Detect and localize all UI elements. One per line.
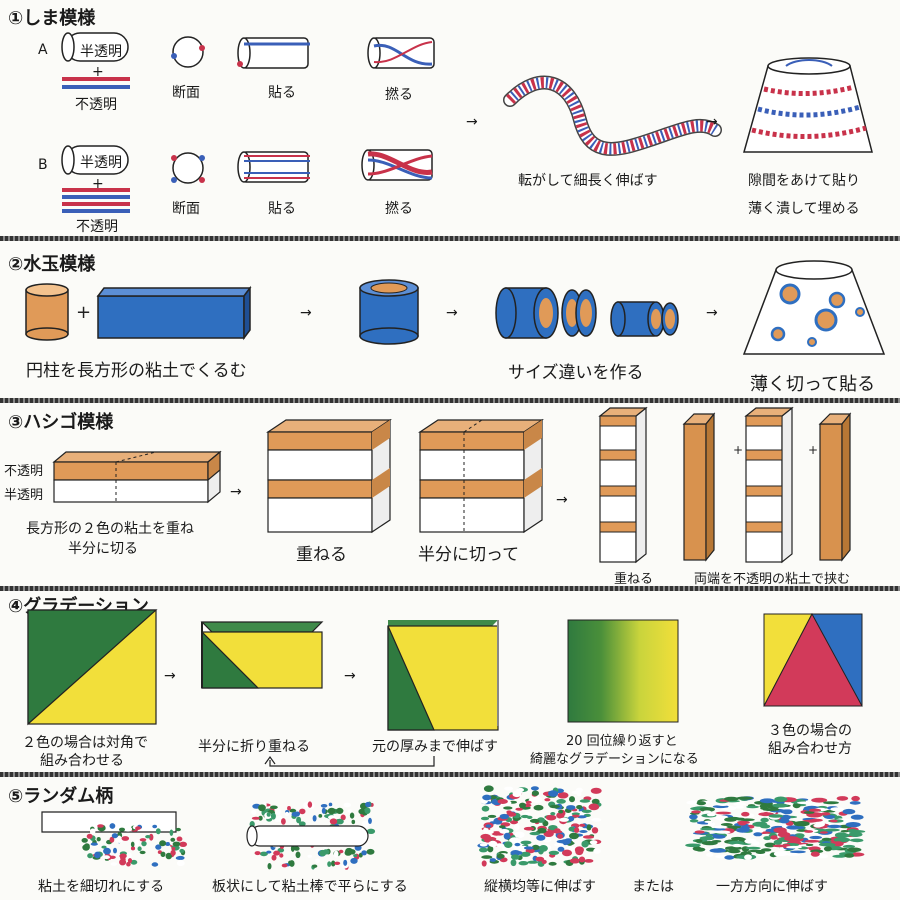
cut-label: 半分に切って: [418, 545, 520, 565]
sliced-rods-diagram: [495, 287, 679, 339]
apply-label-2: 薄く潰して埋める: [748, 201, 860, 217]
wrapped-cylinder-diagram: [359, 279, 419, 345]
diag-label-1: ２色の場合は対角で: [22, 735, 148, 751]
diag-label-2: 組み合わせる: [40, 753, 124, 769]
three-color-square-diagram: [763, 612, 863, 707]
arrow-2a: →: [300, 305, 312, 321]
arrow-3b: →: [556, 492, 568, 508]
row-a-label: A: [38, 42, 48, 58]
arrow-1b: →: [706, 114, 718, 130]
row-a-stick-label: 貼る: [268, 85, 296, 101]
fold-label: 半分に折り重ねる: [198, 739, 310, 755]
row-a-twist-diagram: [367, 37, 435, 69]
three-label-2: 組み合わせ方: [768, 741, 852, 757]
svg-text:+: +: [76, 302, 91, 323]
rolled-slab-diagram: [387, 620, 499, 731]
arrow-2b: →: [446, 305, 458, 321]
ladder-opaque-label: 不透明: [4, 464, 44, 479]
row-b-stick-diagram: [237, 151, 310, 183]
repeat-label-1: 20 回位繰り返すと: [566, 734, 678, 749]
two-layer-slab-diagram: [52, 450, 222, 504]
svg-text:+: +: [733, 443, 743, 457]
arrow-1a: →: [466, 114, 478, 130]
section-title-stripes: ①しま模様: [8, 8, 96, 29]
row-b-opaque: 不透明: [76, 219, 118, 235]
oneway-label: 一方方向に伸ばす: [716, 879, 828, 895]
ladder-translucent-label: 半透明: [4, 488, 44, 503]
row-a-materials: [61, 32, 130, 89]
section-title-random: ⑤ランダム柄: [8, 786, 114, 807]
roll-thickness-label: 元の厚みまで伸ばす: [372, 739, 498, 755]
chop-label: 粘土を細切れにする: [38, 879, 165, 895]
or-label: または: [632, 879, 674, 895]
divider-3: [0, 586, 900, 591]
row-b-plus: +: [92, 176, 104, 192]
size-label: サイズ違いを作る: [508, 363, 644, 383]
row-b-section-diagram: [171, 152, 205, 184]
row-a-section-label: 断面: [172, 85, 200, 101]
divider-1: [0, 236, 900, 241]
stacked-block-diagram: [266, 418, 392, 534]
layer-label-small: 重ねる: [614, 572, 654, 587]
ladder-assembly-diagram: + +: [598, 406, 852, 564]
apply-label-1: 隙間をあけて貼り: [748, 173, 860, 189]
repeat-label-2: 綺麗なグラデーションになる: [530, 752, 699, 767]
stack-label-2: 半分に切る: [68, 541, 138, 557]
diagonal-square-diagram: [27, 609, 158, 726]
svg-text:+: +: [808, 443, 818, 457]
dotted-pot-diagram: [742, 260, 886, 355]
flatten-label: 板状にして粘土棒で平らにする: [212, 879, 408, 895]
row-a-section-diagram: [171, 36, 205, 68]
rolled-rope-diagram: [503, 75, 722, 156]
striped-pot-diagram: [743, 57, 873, 153]
row-a-stick-diagram: [237, 37, 310, 69]
row-a-twist-label: 撚る: [385, 87, 413, 103]
row-b-translucent: 半透明: [80, 155, 122, 171]
wrap-label: 円柱を長方形の粘土でくるむ: [26, 361, 247, 381]
arrow-2c: →: [706, 305, 718, 321]
flattened-clay-diagram: [246, 801, 376, 870]
row-b-materials: [61, 145, 130, 213]
row-b-label: B: [38, 157, 48, 173]
arrow-4b: →: [344, 668, 356, 684]
arrow-3a: →: [230, 484, 242, 500]
row-a-opaque: 不透明: [75, 97, 117, 113]
divider-4: [0, 772, 900, 777]
cylinder-and-slab-diagram: +: [25, 283, 252, 341]
three-label-1: ３色の場合の: [768, 723, 852, 739]
repeat-arrow: [264, 755, 435, 767]
gradient-square-diagram: [567, 619, 679, 723]
even-stretch-pattern: [477, 785, 602, 867]
row-b-twist-label: 撚る: [385, 201, 413, 217]
cut-block-diagram: [418, 418, 544, 534]
stack-label-1: 長方形の２色の粘土を重ね: [26, 521, 194, 537]
even-label: 縦横均等に伸ばす: [484, 879, 596, 895]
arrow-4a: →: [164, 668, 176, 684]
row-a-plus: +: [92, 64, 104, 80]
roll-label: 転がして細長く伸ばす: [518, 173, 658, 189]
row-b-twist-diagram: [361, 149, 433, 181]
section-title-polka-dots: ②水玉模様: [8, 254, 96, 275]
row-b-stick-label: 貼る: [268, 201, 296, 217]
row-a-translucent: 半透明: [80, 44, 122, 60]
divider-2: [0, 398, 900, 403]
row-b-section-label: 断面: [172, 201, 200, 217]
folded-slab-diagram: [200, 621, 324, 689]
oneway-stretch-pattern: [685, 795, 866, 860]
layer-label: 重ねる: [296, 545, 347, 565]
sandwich-label: 両端を不透明の粘土で挟む: [694, 572, 851, 587]
stick-dots-label: 薄く切って貼る: [750, 374, 876, 395]
chopped-clay-diagram: [41, 811, 188, 867]
section-title-ladder: ③ハシゴ模様: [8, 412, 114, 433]
